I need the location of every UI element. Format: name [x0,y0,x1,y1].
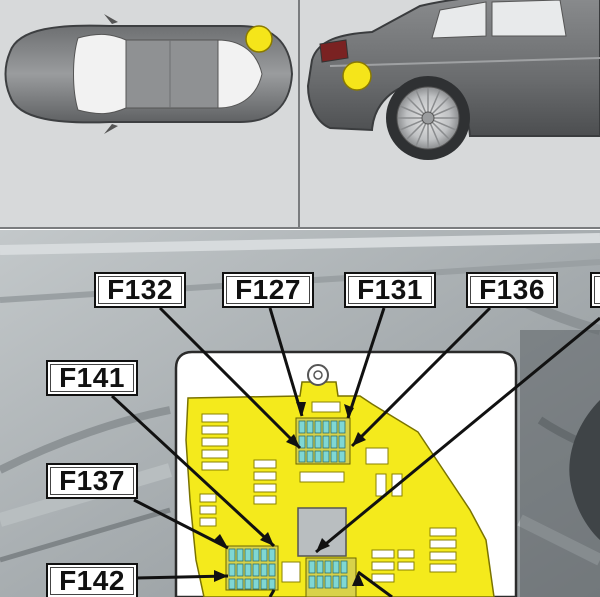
fuse-block-upper [295,417,351,465]
fuse-box-icon [185,364,495,597]
fuse-block-right [305,557,357,597]
location-marker-icon [342,61,372,91]
car-top-view-icon [4,14,294,134]
trunk-latch [569,400,600,540]
callout-f141: F141 [46,360,138,396]
callout-f137: F137 [46,463,138,499]
callout-cropped [590,272,600,308]
location-marker-icon [245,25,273,53]
callout-f136: F136 [466,272,558,308]
callout-f132: F132 [94,272,186,308]
callout-f131: F131 [344,272,436,308]
leader-lines [110,306,600,597]
callout-f142: F142 [46,563,138,597]
fuse-block-left [225,545,279,591]
car-side-view-icon [306,0,600,160]
leader-arrowheads [214,402,366,586]
callout-f127: F127 [222,272,314,308]
